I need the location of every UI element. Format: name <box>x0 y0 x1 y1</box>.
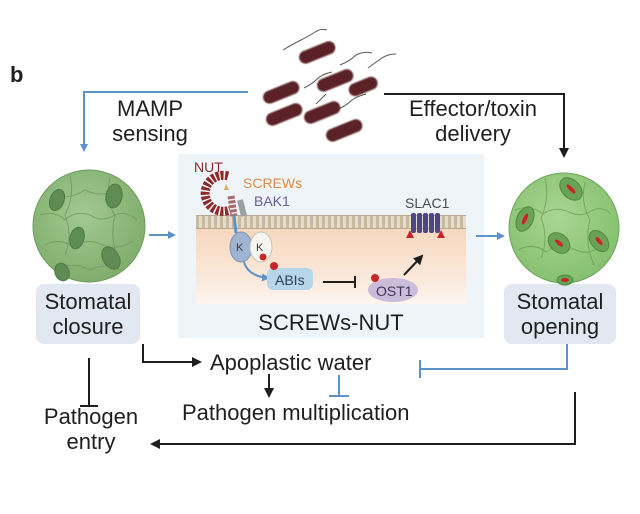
closure-to-apoplastic-water-arrow <box>142 344 202 367</box>
opening-to-entry-arrow <box>150 392 576 449</box>
kinase-a-label: K <box>236 242 244 254</box>
screws-inhibits-multiplication <box>329 375 349 397</box>
mamp-sensing-label: MAMP sensing <box>112 96 188 146</box>
plasma-membrane <box>196 215 466 229</box>
panel-label: b <box>10 62 24 87</box>
screws-label: SCREWs <box>243 175 303 191</box>
closed-stomata-leaf-icon <box>32 169 146 283</box>
bacteria-icon <box>263 28 397 142</box>
apoplastic-water-label: Apoplastic water <box>210 350 372 375</box>
ost1-box <box>368 278 418 302</box>
open-stomata-leaf-icon <box>508 172 620 286</box>
abis-box <box>267 268 313 290</box>
slac1-label: SLAC1 <box>405 195 450 211</box>
opening-inhibits-apoplastic-water <box>419 344 568 378</box>
slac1-channel <box>406 213 445 238</box>
effector-delivery-arrow <box>384 93 569 158</box>
stomatal-closure-box <box>36 284 140 344</box>
stomatal-opening-box <box>504 284 616 344</box>
ost1-activates-slac1 <box>403 254 424 276</box>
mamp-sensing-arrow <box>80 91 248 152</box>
stomatal-opening-label: Stomatal opening <box>516 289 604 339</box>
ost1-label: OST1 <box>376 283 413 299</box>
bak1-label: BAK1 <box>254 193 290 209</box>
abis-label: ABIs <box>275 272 305 288</box>
nut-screws-bak1-complex <box>200 170 273 282</box>
stomatal-closure-label: Stomatal closure <box>44 289 132 339</box>
effector-delivery-label: Effector/toxin delivery <box>409 96 537 146</box>
abis-inhibits-ost1 <box>323 276 356 288</box>
pathogen-entry-label: Pathogen entry <box>43 404 139 454</box>
screws-nut-title: SCREWs-NUT <box>258 310 404 335</box>
pathogen-multiplication-label: Pathogen multiplication <box>182 400 410 425</box>
nut-label: NUT <box>194 159 223 175</box>
kinase-b-label: K <box>256 242 264 254</box>
closure-inhibits-entry <box>80 358 98 407</box>
